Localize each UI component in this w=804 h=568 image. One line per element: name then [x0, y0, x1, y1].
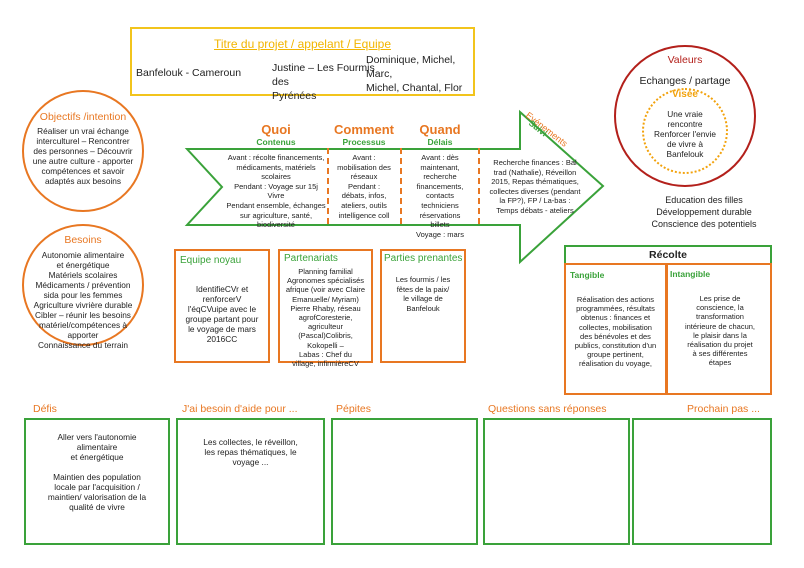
- pepites-box: [331, 418, 478, 545]
- defis-title: Défis: [33, 403, 57, 415]
- comment-subtitle: Processus: [342, 137, 386, 147]
- project-title-box: Titre du projet / appelant / Equipe Banf…: [130, 27, 475, 102]
- aide-text: Les collectes, le réveillon, les repas t…: [203, 437, 298, 467]
- visee-text: Une vraie rencontre Renforcer l'envie de…: [654, 109, 716, 159]
- defis-box: [24, 418, 170, 545]
- prochain-title: Prochain pas ...: [687, 403, 760, 415]
- arrow-divider-3: [478, 148, 480, 224]
- tangible-title: Tangible: [570, 270, 605, 280]
- questions-box-left: [483, 418, 630, 545]
- valeurs-extra: Education des filles Développement durab…: [651, 195, 757, 229]
- intangible-text: Les prise de conscience, la transformati…: [684, 294, 756, 368]
- quand-text: Avant : dès maintenant, recherche financ…: [416, 153, 464, 239]
- project-team: Dominique, Michel, Marc, Michel, Chantal…: [366, 54, 463, 94]
- intangible-box: [666, 263, 772, 395]
- equipe-noyau-box: [174, 249, 270, 363]
- equipe-noyau-title: Equipe noyau: [180, 255, 242, 266]
- quand-subtitle: Délais: [427, 137, 453, 147]
- defis-text: Aller vers l'autonomie alimentaire et én…: [47, 432, 147, 512]
- questions-box-right: [632, 418, 772, 545]
- recolte-title: Récolte: [649, 249, 687, 261]
- quoi-subtitle: Contenus: [256, 137, 296, 147]
- aide-box: [176, 418, 325, 545]
- quand-title: Quand: [419, 122, 461, 137]
- objectifs-text: Réaliser un vrai échange interculturel –…: [32, 126, 134, 186]
- partenariats-title: Partenariats: [284, 253, 338, 264]
- equipe-noyau-text: IdentifieCVr et renforcerV l'éqCVuipe av…: [185, 284, 259, 344]
- partenariats-text: Planning familial Agronomes spécialisés …: [285, 267, 366, 369]
- comment-text: Avant : mobilisation des réseaux Pendant…: [337, 153, 391, 220]
- parties-prenantes-text: Les fourmis / les fêtes de la paix/ le v…: [395, 275, 451, 313]
- arrow-divider-2: [400, 148, 402, 224]
- objectifs-title: Objectifs /intention: [39, 111, 127, 123]
- visee-circle: [642, 88, 728, 174]
- besoins-title: Besoins: [64, 234, 102, 246]
- aide-title: J'ai besoin d'aide pour ...: [182, 403, 298, 415]
- valeurs-circle: [614, 45, 756, 187]
- quoi-title: Quoi: [261, 122, 291, 137]
- evenements-text: Recherche finances : Bal trad (Nathalie)…: [489, 158, 581, 215]
- tangible-text: Réalisation des actions programmées, rés…: [574, 295, 657, 369]
- valeurs-echanges: Echanges / partage: [639, 75, 731, 87]
- besoins-circle: [22, 224, 144, 346]
- objectifs-circle: [22, 90, 144, 212]
- parties-prenantes-title: Parties prenantes: [384, 253, 463, 264]
- partenariats-box: [278, 249, 373, 363]
- parties-prenantes-box: [380, 249, 466, 363]
- quoi-text: Avant : récolte financements, médicament…: [226, 153, 326, 230]
- valeurs-title: Valeurs: [667, 54, 703, 66]
- project-title: Titre du projet / appelant / Equipe: [214, 37, 391, 51]
- project-contact: Justine – Les Fourmis des Pyrénées: [272, 62, 375, 102]
- pepites-title: Pépites: [336, 403, 372, 415]
- intangible-title: Intangible: [670, 269, 711, 279]
- visee-title: Visée: [672, 89, 698, 100]
- comment-title: Comment: [334, 122, 394, 137]
- questions-title: Questions sans réponses: [488, 403, 607, 415]
- besoins-text: Autonomie alimentaire et énergétique Mat…: [33, 250, 133, 350]
- project-location: Banfelouk - Cameroun: [136, 67, 242, 79]
- arrow-divider-1: [327, 148, 329, 224]
